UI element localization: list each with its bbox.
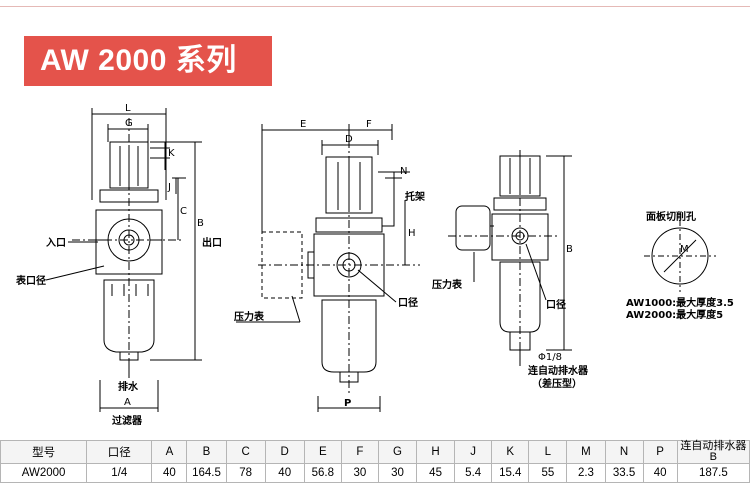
- header-cell: N: [604, 440, 644, 464]
- outlet-label: 出口: [202, 236, 222, 249]
- table-cell: 40: [642, 463, 678, 483]
- table-cell: 30: [377, 463, 418, 483]
- dim-label-E: E: [300, 119, 306, 130]
- front-view-drawing: [45, 108, 202, 412]
- dim-label-D: D: [345, 134, 353, 145]
- side-view-drawing: [236, 124, 420, 412]
- table-row: AW2000 1/4 40 164.5 78 40 56.8 30 30 45 …: [0, 463, 750, 483]
- header-cell: D: [264, 440, 305, 464]
- table-cell: 45: [416, 463, 456, 483]
- header-cell: M: [566, 440, 606, 464]
- drain-label: 排水: [118, 380, 139, 393]
- header-cell: B: [186, 440, 227, 464]
- table-cell: 187.5: [676, 463, 750, 483]
- inlet-label: 入口: [46, 237, 66, 249]
- table-cell: 1/4: [86, 463, 153, 483]
- dim-label-H: H: [408, 228, 416, 239]
- top-divider: [0, 6, 750, 7]
- technical-drawing: L G K J C B 入口 出口 表口径 排水 A 过滤器 E F D N 托…: [15, 103, 734, 427]
- port-label-2: 口径: [546, 298, 566, 311]
- dim-label-B: B: [197, 218, 204, 229]
- table-cell: 40: [151, 463, 188, 483]
- table-cell: 55: [528, 463, 568, 483]
- header-cell: F: [340, 440, 379, 464]
- diff-type-label: （差压型）: [532, 377, 582, 390]
- header-cell: 型号: [0, 440, 88, 464]
- table-cell: 15.4: [491, 463, 530, 483]
- table-cell: 2.3: [566, 463, 606, 483]
- table-cell: 78: [225, 463, 266, 483]
- header-cell: 口径: [86, 440, 153, 464]
- aw1000-note: AW1000:最大厚度3.5: [626, 296, 734, 309]
- auto-drain-header-top: 连自动排水器: [680, 440, 747, 452]
- table-header-row: 型号 口径 A B C D E F G H J K L M N P 连自动排水器…: [0, 440, 750, 464]
- header-cell: K: [491, 440, 530, 464]
- gauge-label: 压力表: [234, 310, 265, 323]
- header-cell: C: [225, 440, 266, 464]
- dim-label-L: L: [125, 103, 131, 114]
- thread-label: Φ1/8: [538, 352, 562, 363]
- filter-label: 过滤器: [112, 414, 143, 427]
- table-cell: 56.8: [303, 463, 342, 483]
- panel-cut-label: 面板切削孔: [646, 210, 696, 223]
- header-cell: E: [303, 440, 342, 464]
- table-cell: 40: [264, 463, 305, 483]
- gauge-port-label: 表口径: [15, 274, 46, 287]
- table-cell: 5.4: [454, 463, 493, 483]
- dim-label-C: C: [180, 206, 187, 217]
- dim-label-J: J: [167, 182, 171, 193]
- auto-drain-label: 连自动排水器: [528, 364, 589, 377]
- auto-drain-header-bottom: B: [709, 451, 717, 463]
- aw2000-note: AW2000:最大厚度5: [626, 308, 723, 321]
- dim-label-K: K: [168, 148, 175, 159]
- panel-cut-drawing: [644, 220, 716, 292]
- bracket-label: 托架: [405, 190, 425, 203]
- table-cell: 164.5: [186, 463, 227, 483]
- auto-drain-drawing: [448, 150, 572, 368]
- auto-drain-header-cell: 连自动排水器 B: [676, 440, 750, 464]
- header-cell: P: [642, 440, 678, 464]
- header-cell: G: [377, 440, 418, 464]
- table-cell: 30: [340, 463, 379, 483]
- dim-label-G: G: [125, 118, 133, 129]
- dim-label-P: P: [344, 398, 351, 409]
- header-cell: A: [151, 440, 188, 464]
- series-title: AW 2000 系列: [24, 36, 272, 86]
- spec-table: 型号 口径 A B C D E F G H J K L M N P 连自动排水器…: [0, 440, 750, 483]
- dim-label-A: A: [124, 397, 131, 408]
- dim-label-M: M: [680, 244, 689, 255]
- dim-label-N: N: [400, 166, 407, 177]
- dim-label-F: F: [366, 119, 372, 130]
- header-cell: L: [528, 440, 568, 464]
- header-cell: J: [454, 440, 493, 464]
- port-label: 口径: [398, 296, 418, 309]
- gauge-label-2: 压力表: [432, 278, 463, 291]
- table-cell: 33.5: [604, 463, 644, 483]
- dim-label-B-3: B: [566, 244, 573, 255]
- table-cell: AW2000: [0, 463, 88, 483]
- header-cell: H: [416, 440, 456, 464]
